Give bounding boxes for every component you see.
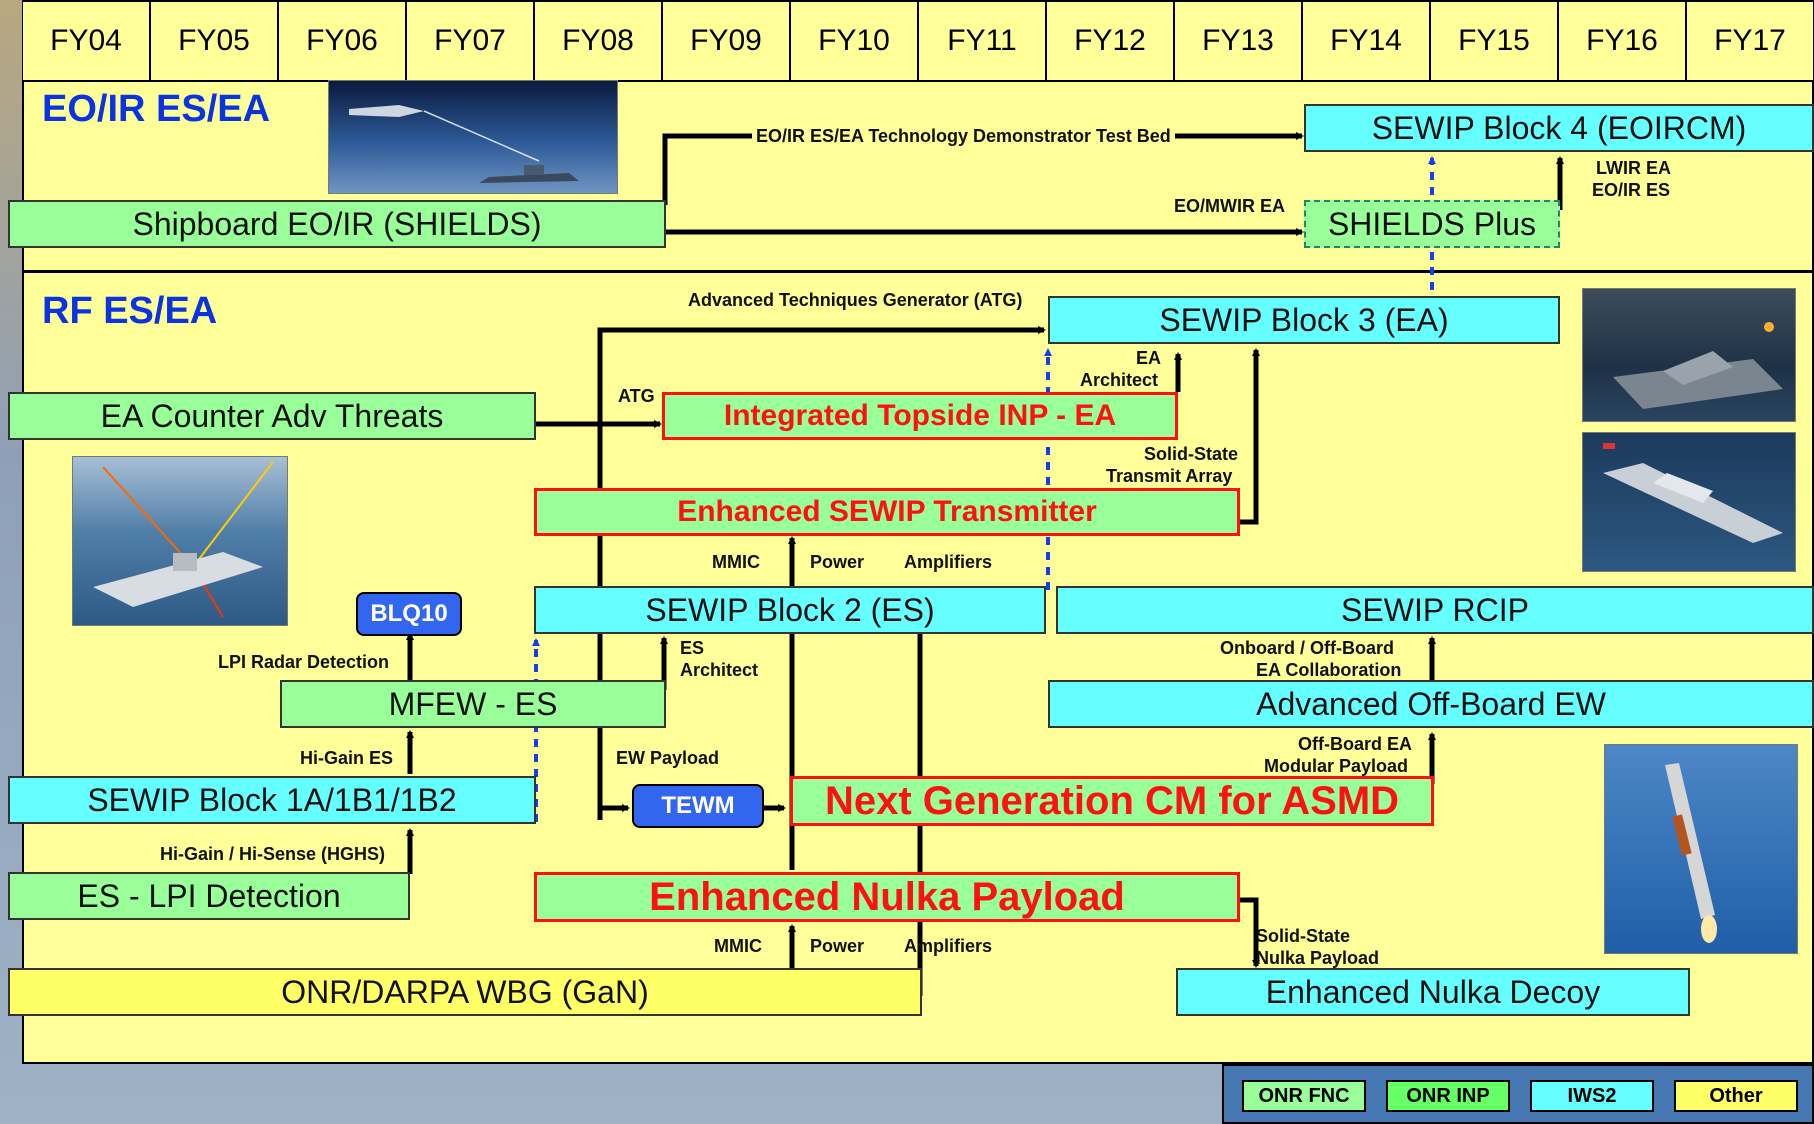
label-amplifiers-2: Amplifiers bbox=[904, 936, 993, 956]
label-solid-state: Solid-State bbox=[1144, 444, 1239, 464]
label-ea: EA bbox=[1136, 348, 1162, 368]
label-eoir-es: EO/IR ES bbox=[1592, 180, 1671, 200]
label-architect-2: Architect bbox=[680, 660, 759, 680]
box-shields: Shipboard EO/IR (SHIELDS) bbox=[8, 200, 666, 248]
legend: ONR FNC ONR INP IWS2 Other bbox=[1222, 1064, 1814, 1124]
section-divider bbox=[22, 270, 1814, 273]
label-solid-state-2: Solid-State bbox=[1256, 926, 1351, 946]
label-es: ES bbox=[680, 638, 705, 658]
label-amplifiers-1: Amplifiers bbox=[904, 552, 993, 572]
stealth-ship-image-1 bbox=[1613, 322, 1783, 409]
label-onboard: Onboard / Off-Board bbox=[1220, 638, 1394, 658]
label-testbed: EO/IR ES/EA Technology Demonstrator Test… bbox=[752, 126, 1175, 146]
box-shields-plus: SHIELDS Plus bbox=[1304, 200, 1560, 248]
line-nulka-decoy bbox=[1240, 897, 1260, 968]
box-ea-counter: EA Counter Adv Threats bbox=[8, 392, 536, 440]
legend-onr-inp: ONR INP bbox=[1386, 1080, 1510, 1112]
year-fy11: FY11 bbox=[918, 0, 1046, 82]
year-fy10: FY10 bbox=[790, 0, 918, 82]
label-lwir-ea: LWIR EA bbox=[1596, 158, 1671, 178]
badge-blq10: BLQ10 bbox=[356, 592, 462, 636]
year-fy12: FY12 bbox=[1046, 0, 1174, 82]
box-sewip-block4: SEWIP Block 4 (EOIRCM) bbox=[1304, 104, 1814, 152]
box-integrated-topside: Integrated Topside INP - EA bbox=[662, 392, 1178, 440]
year-fy09: FY09 bbox=[662, 0, 790, 82]
ship-radar-image bbox=[93, 461, 274, 618]
box-sewip-block2: SEWIP Block 2 (ES) bbox=[534, 586, 1046, 634]
year-fy14: FY14 bbox=[1302, 0, 1430, 82]
label-lpi-radar: LPI Radar Detection bbox=[218, 652, 390, 672]
label-power-1: Power bbox=[810, 552, 865, 572]
box-mfew-es: MFEW - ES bbox=[280, 680, 666, 728]
label-ea-collaboration: EA Collaboration bbox=[1256, 660, 1402, 680]
box-onr-darpa: ONR/DARPA WBG (GaN) bbox=[8, 968, 922, 1016]
year-fy05: FY05 bbox=[150, 0, 278, 82]
label-mmic-1: MMIC bbox=[712, 552, 760, 572]
label-transmit-array: Transmit Array bbox=[1106, 466, 1233, 486]
label-nulka-payload: Nulka Payload bbox=[1256, 948, 1380, 968]
stealth-ship-photo-2 bbox=[1582, 432, 1796, 572]
line-atg bbox=[597, 326, 1046, 820]
label-modular-payload: Modular Payload bbox=[1264, 756, 1409, 776]
label-hghs: Hi-Gain / Hi-Sense (HGHS) bbox=[160, 844, 386, 864]
ship-radar-photo bbox=[72, 456, 288, 626]
nulka-decoy-photo bbox=[1604, 744, 1798, 954]
label-ew-payload: EW Payload bbox=[616, 748, 720, 768]
box-enhanced-nulka-decoy: Enhanced Nulka Decoy bbox=[1176, 968, 1690, 1016]
box-sewip-block1: SEWIP Block 1A/1B1/1B2 bbox=[8, 776, 536, 824]
legend-other: Other bbox=[1674, 1080, 1798, 1112]
year-fy16: FY16 bbox=[1558, 0, 1686, 82]
missile-ship-image bbox=[349, 105, 579, 183]
stealth-ship-photo-1 bbox=[1582, 288, 1796, 422]
label-architect-1: Architect bbox=[1080, 370, 1159, 390]
label-atg: ATG bbox=[618, 386, 655, 406]
label-hi-gain-es: Hi-Gain ES bbox=[300, 748, 394, 768]
badge-tewm: TEWM bbox=[632, 784, 764, 828]
box-enhanced-nulka-payload: Enhanced Nulka Payload bbox=[534, 872, 1240, 922]
label-eo-mwir-ea: EO/MWIR EA bbox=[1174, 196, 1285, 216]
nulka-decoy-image bbox=[1665, 763, 1717, 943]
label-power-2: Power bbox=[810, 936, 865, 956]
missile-ship-photo bbox=[328, 80, 618, 194]
section-title-eoir: EO/IR ES/EA bbox=[42, 88, 271, 130]
box-sewip-rcip: SEWIP RCIP bbox=[1056, 586, 1814, 634]
legend-iws2: IWS2 bbox=[1530, 1080, 1654, 1112]
year-fy15: FY15 bbox=[1430, 0, 1558, 82]
label-mmic-2: MMIC bbox=[714, 936, 762, 956]
line-solid-state bbox=[1240, 348, 1260, 525]
line-testbed bbox=[662, 132, 1304, 205]
box-es-lpi: ES - LPI Detection bbox=[8, 872, 410, 920]
year-fy04: FY04 bbox=[22, 0, 150, 82]
year-fy08: FY08 bbox=[534, 0, 662, 82]
box-next-gen-cm: Next Generation CM for ASMD bbox=[790, 776, 1434, 826]
box-sewip-block3: SEWIP Block 3 (EA) bbox=[1048, 296, 1560, 344]
box-enhanced-transmitter: Enhanced SEWIP Transmitter bbox=[534, 488, 1240, 536]
label-atg-full: Advanced Techniques Generator (ATG) bbox=[688, 290, 1023, 310]
section-title-rf: RF ES/EA bbox=[42, 290, 218, 332]
label-offboard-ea: Off-Board EA bbox=[1298, 734, 1412, 754]
legend-onr-fnc: ONR FNC bbox=[1242, 1080, 1366, 1112]
box-advanced-offboard: Advanced Off-Board EW bbox=[1048, 680, 1814, 728]
stealth-ship-image-2 bbox=[1603, 443, 1783, 543]
year-fy13: FY13 bbox=[1174, 0, 1302, 82]
